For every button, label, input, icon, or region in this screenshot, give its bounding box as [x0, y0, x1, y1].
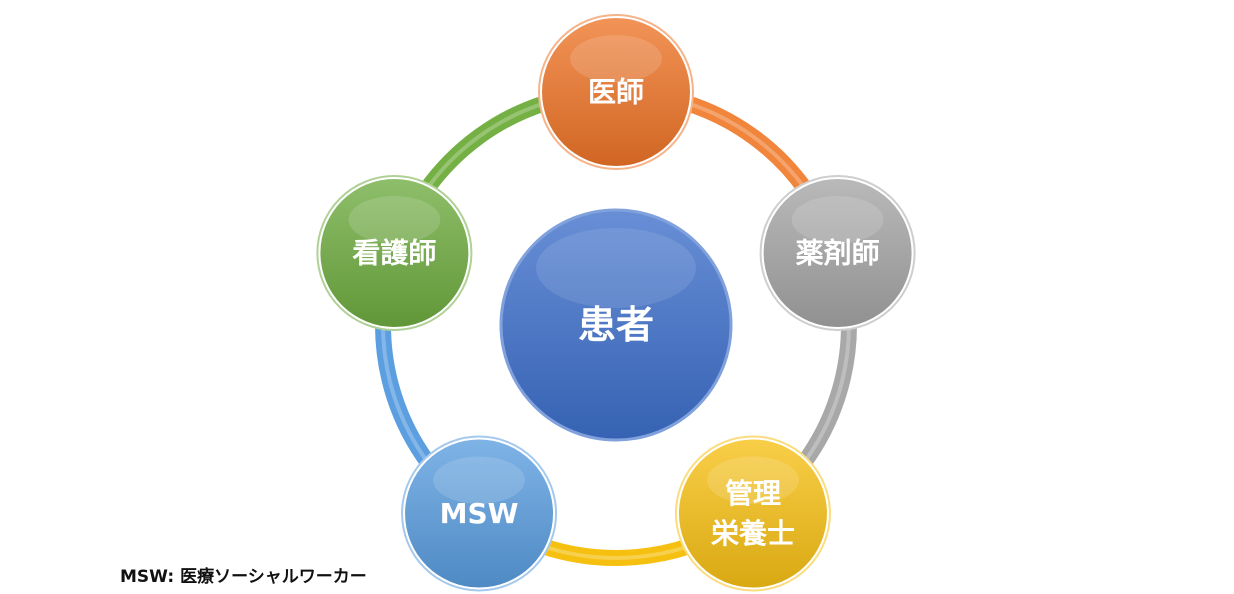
role-node-doctor: 医師: [538, 14, 694, 170]
role-node-nurse: 看護師: [316, 174, 473, 331]
role-node-gloss: [433, 456, 525, 504]
center-label: 患者: [578, 303, 654, 347]
role-node-circle: [763, 178, 912, 327]
role-node-label: MSW: [440, 497, 519, 530]
role-node-msw: MSW: [401, 435, 558, 592]
role-node-gloss: [707, 456, 799, 504]
role-node-gloss: [570, 35, 662, 83]
role-node-circle: [320, 178, 469, 327]
role-node-pharmacist: 薬剤師: [759, 174, 916, 331]
role-node-label: 医師: [588, 76, 644, 109]
role-node-gloss: [791, 196, 884, 244]
role-node-circle: [542, 18, 690, 166]
center-node: 患者: [499, 208, 733, 442]
role-node-label: 管理: [725, 477, 781, 510]
center-highlight: [536, 228, 696, 308]
center-circle: [499, 208, 733, 442]
role-node-label: 看護師: [352, 236, 436, 269]
footnote: MSW: 医療ソーシャルワーカー: [120, 567, 367, 587]
role-node-label: 栄養士: [711, 517, 795, 550]
role-node-circle: [678, 439, 827, 588]
role-node-label: 薬剤師: [796, 236, 880, 269]
role-node-circle: [405, 439, 554, 588]
role-node-gloss: [348, 196, 441, 244]
